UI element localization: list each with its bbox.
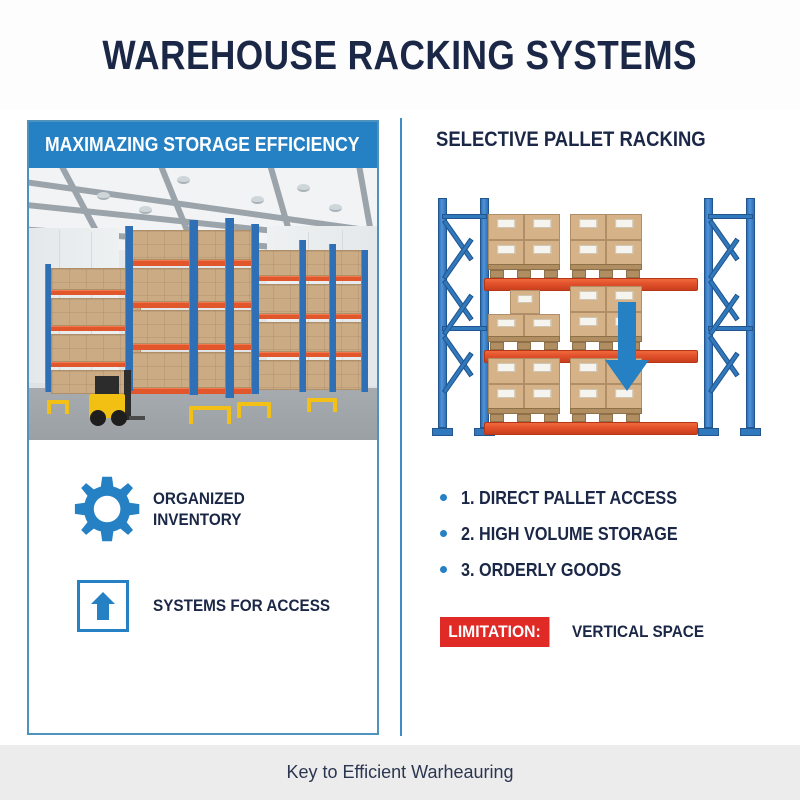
left-panel-header-label: MAXIMAZING STORAGE EFFICIENCY bbox=[45, 133, 360, 156]
safety-barrier bbox=[307, 398, 337, 402]
limitation-value: VERTICAL SPACE bbox=[572, 622, 705, 641]
gear-icon bbox=[74, 476, 140, 542]
bullet-icon bbox=[440, 566, 447, 573]
pallet bbox=[488, 214, 560, 278]
left-panel-header: MAXIMAZING STORAGE EFFICIENCY bbox=[29, 122, 377, 168]
right-panel-title: SELECTIVE PALLET RACKING bbox=[436, 128, 706, 151]
benefit-label: 3. ORDERLY GOODS bbox=[461, 560, 622, 580]
benefit-label: 1. DIRECT PALLET ACCESS bbox=[461, 488, 678, 508]
arrow-up-box-icon bbox=[77, 580, 129, 632]
pallet bbox=[488, 358, 560, 422]
ceiling-light-icon bbox=[297, 184, 310, 192]
benefit-label: 2. HIGH VOLUME STORAGE bbox=[461, 524, 678, 544]
feature-label: SYSTEMS FOR ACCESS bbox=[153, 596, 331, 616]
feature-organized-inventory: ORGANIZED INVENTORY bbox=[57, 474, 377, 544]
pallet bbox=[570, 214, 642, 278]
feature-systems-for-access: SYSTEMS FOR ACCESS bbox=[57, 580, 377, 632]
pallet bbox=[488, 290, 560, 350]
warehouse-floor bbox=[29, 388, 377, 440]
ceiling-light-icon bbox=[251, 196, 264, 204]
warehouse-interior-illustration bbox=[29, 168, 377, 440]
rack-upright-right bbox=[698, 198, 761, 436]
benefit-list: 1. DIRECT PALLET ACCESS 2. HIGH VOLUME S… bbox=[440, 488, 778, 581]
ceiling-light-icon bbox=[177, 176, 190, 184]
ceiling-light-icon bbox=[329, 204, 342, 212]
ceiling-light-icon bbox=[97, 192, 110, 200]
feature-list: ORGANIZED INVENTORY SYSTEMS FOR ACCESS bbox=[29, 440, 377, 632]
left-panel: MAXIMAZING STORAGE EFFICIENCY bbox=[27, 120, 379, 735]
safety-barrier bbox=[47, 400, 69, 404]
bullet-icon bbox=[440, 494, 447, 501]
safety-barrier bbox=[237, 402, 271, 406]
footer-bar: Key to Efficient Warheauring bbox=[0, 745, 800, 800]
list-item: 3. ORDERLY GOODS bbox=[440, 560, 778, 581]
rack-beam bbox=[484, 422, 698, 435]
footer-caption: Key to Efficient Warheauring bbox=[286, 762, 514, 782]
ceiling-light-icon bbox=[139, 206, 152, 214]
feature-label: ORGANIZED INVENTORY bbox=[153, 488, 245, 529]
bullet-icon bbox=[440, 530, 447, 537]
list-item: 1. DIRECT PALLET ACCESS bbox=[440, 488, 778, 509]
arrow-down-icon bbox=[605, 302, 649, 391]
limitation-badge: LIMITATION: bbox=[440, 617, 550, 647]
arrow-up-icon bbox=[91, 592, 115, 620]
right-panel: SELECTIVE PALLET RACKING bbox=[418, 120, 778, 735]
forklift-icon bbox=[87, 368, 149, 426]
list-item: 2. HIGH VOLUME STORAGE bbox=[440, 524, 778, 545]
limitation-row: LIMITATION: VERTICAL SPACE bbox=[440, 617, 778, 647]
content-area: MAXIMAZING STORAGE EFFICIENCY bbox=[0, 110, 800, 745]
page-title: WAREHOUSE RACKING SYSTEMS bbox=[102, 31, 698, 78]
safety-barrier bbox=[189, 406, 231, 410]
selective-pallet-racking-diagram bbox=[432, 198, 766, 448]
column-divider bbox=[400, 118, 402, 736]
rack-upright-left bbox=[432, 198, 495, 436]
title-bar: WAREHOUSE RACKING SYSTEMS bbox=[0, 0, 800, 110]
